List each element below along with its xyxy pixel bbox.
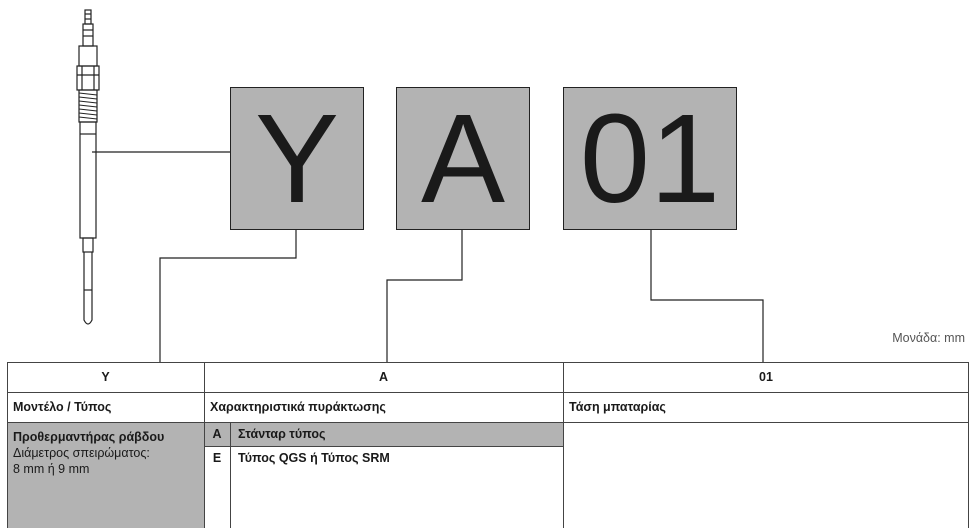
table-border-left xyxy=(7,362,8,528)
subheader-feature: Χαρακτηριστικά πυράκτωσης xyxy=(210,400,386,414)
model-cell: Προθερμαντήρας ράβδου Διάμετρος σπειρώμα… xyxy=(7,422,204,528)
header-model: Y xyxy=(101,370,110,384)
feature-code: A xyxy=(420,87,506,229)
glow-plug-diagram xyxy=(76,9,764,362)
table-rule-subheader xyxy=(7,422,969,423)
header-feature: A xyxy=(378,370,389,384)
feature-code-box: A xyxy=(396,87,530,230)
header-voltage: 01 xyxy=(759,370,773,384)
table-border-top xyxy=(7,362,969,363)
subheader-model: Μοντέλο / Τύπος xyxy=(13,400,112,414)
voltage-code: 01 xyxy=(579,87,721,229)
spec-table: Y A 01 Μοντέλο / Τύπος Χαρακτηριστικά πυ… xyxy=(7,362,969,528)
feature-row-a xyxy=(204,422,563,446)
model-desc-line2: 8 mm ή 9 mm xyxy=(13,462,90,476)
table-col-divider-2 xyxy=(563,362,564,528)
table-col-divider-code xyxy=(230,422,231,528)
unit-label: Μονάδα: mm xyxy=(892,331,965,345)
glow-plug-icon xyxy=(76,9,100,325)
voltage-cell xyxy=(563,422,969,528)
model-code-box: Y xyxy=(230,87,364,230)
connector-lines xyxy=(92,151,764,362)
feature-label-a: Στάνταρ τύπος xyxy=(238,427,326,441)
model-code: Y xyxy=(254,87,340,229)
feature-label-e: Τύπος QGS ή Τύπος SRM xyxy=(238,451,390,465)
table-rule-header xyxy=(7,392,969,393)
table-col-divider-1 xyxy=(204,362,205,528)
table-rule-feature xyxy=(204,446,563,447)
subheader-voltage: Τάση μπαταρίας xyxy=(569,400,666,414)
voltage-code-box: 01 xyxy=(563,87,737,230)
feature-code-a: A xyxy=(212,427,222,441)
model-desc-line1: Διάμετρος σπειρώματος: xyxy=(13,446,150,460)
model-title: Προθερμαντήρας ράβδου xyxy=(13,430,165,444)
feature-code-e: E xyxy=(212,451,222,465)
